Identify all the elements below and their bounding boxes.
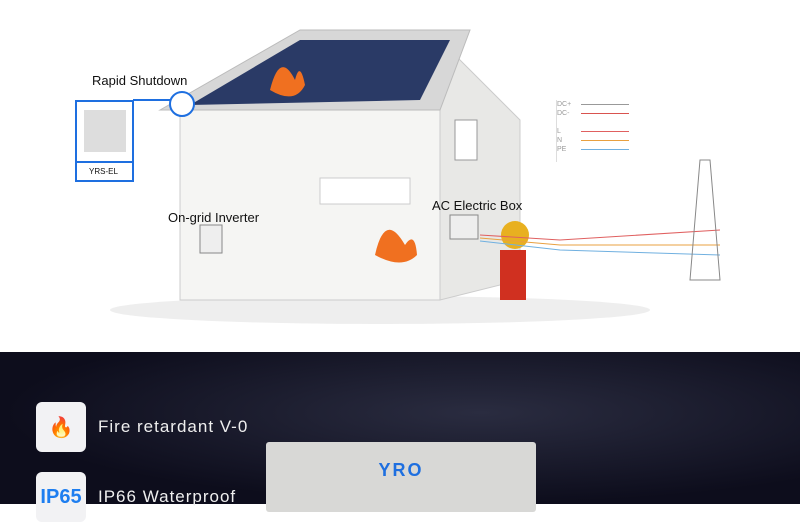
system-diagram: Rapid Shutdown YRS-EL On-grid Inverter A…: [75, 29, 721, 324]
house-illustration: [75, 29, 721, 324]
solar-panel: [190, 40, 450, 105]
product-device: YRO: [266, 442, 536, 512]
flame-icon: 🔥: [36, 402, 86, 452]
ip65-icon: IP65: [36, 472, 86, 522]
fire-icon: [270, 67, 305, 97]
wire-legend: DC+ DC- L N PE: [556, 100, 629, 162]
device-label: YRS-EL: [89, 167, 118, 176]
rapid-shutdown-label: Rapid Shutdown: [92, 73, 188, 88]
inverter-icon: [199, 224, 223, 254]
inverter-label: On-grid Inverter: [168, 210, 260, 225]
ac-box-label: AC Electric Box: [432, 198, 523, 213]
feature-waterproof: IP65 IP66 Waterproof: [36, 472, 236, 522]
ac-box-icon: [449, 214, 479, 240]
brand-logo: YRO: [378, 460, 424, 480]
features-banner: 🔥 Fire retardant V-0 IP65 IP66 Waterproo…: [0, 352, 800, 522]
feature-fire: 🔥 Fire retardant V-0: [36, 402, 248, 452]
fire-icon: [375, 229, 417, 263]
firefighter: [500, 250, 526, 300]
